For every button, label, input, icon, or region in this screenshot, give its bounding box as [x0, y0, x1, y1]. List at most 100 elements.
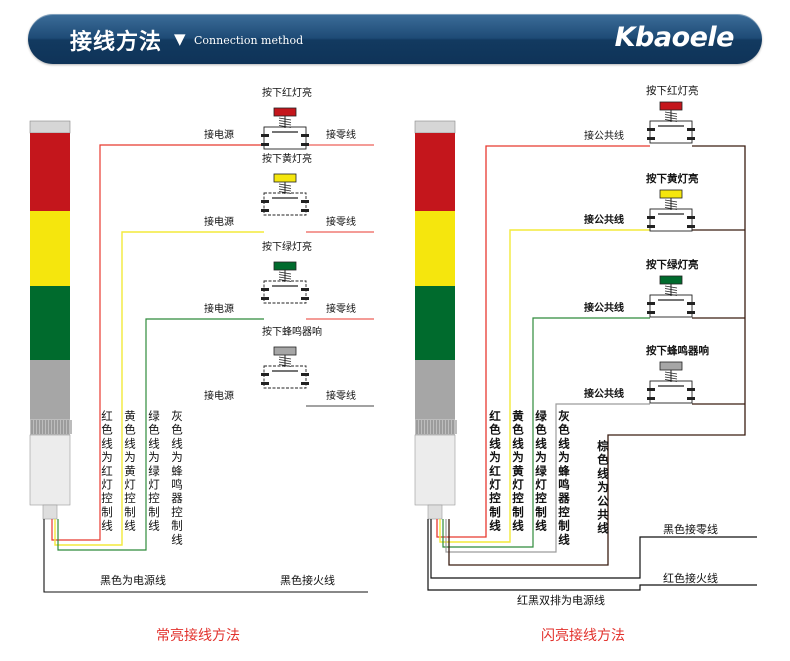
left-neutral-label: 接零线: [326, 302, 356, 315]
svg-text:线: 线: [512, 519, 524, 533]
green-lamp: [30, 286, 70, 360]
switch-terminal: [301, 382, 309, 385]
switch-terminal: [301, 288, 309, 291]
svg-text:为: 为: [558, 450, 570, 464]
svg-text:线: 线: [171, 532, 183, 546]
tower-connector: [42, 504, 58, 520]
left-bottom-right-label: 黑色接火线: [280, 573, 335, 587]
switch-spring: [664, 371, 678, 375]
left-switch-label: 按下红灯亮: [262, 86, 312, 99]
right-switch-2: [647, 189, 695, 232]
left-switch-2: [261, 173, 309, 216]
switch-cap: [273, 173, 297, 183]
svg-text:线: 线: [101, 436, 113, 450]
svg-text:线: 线: [124, 519, 136, 533]
svg-text:线: 线: [535, 436, 547, 450]
switch-terminal: [687, 388, 695, 391]
svg-text:绿: 绿: [148, 464, 160, 478]
svg-text:线: 线: [489, 436, 501, 450]
red-lamp: [30, 133, 70, 211]
switch-spring: [664, 290, 678, 294]
left-switch-label: 按下绿灯亮: [262, 240, 312, 253]
svg-text:鸣: 鸣: [558, 478, 570, 492]
left-power-label: 接电源: [204, 302, 234, 315]
svg-text:灯: 灯: [101, 478, 113, 492]
svg-text:色: 色: [558, 423, 570, 437]
right-caption: 闪亮接线方法: [541, 628, 625, 644]
svg-text:灯: 灯: [535, 478, 547, 492]
red-wire: [51, 144, 264, 541]
svg-text:为: 为: [101, 450, 113, 464]
switch-spring: [278, 122, 292, 126]
svg-text:制: 制: [512, 505, 524, 519]
switch-cap: [659, 275, 683, 285]
left-switch-label: 按下蜂鸣器响: [262, 325, 322, 338]
svg-text:红: 红: [101, 464, 113, 478]
neutral-power-wire: [430, 519, 757, 579]
switch-terminal: [647, 311, 655, 314]
switch-terminal: [647, 128, 655, 131]
switch-terminal: [301, 200, 309, 203]
svg-text:器: 器: [171, 491, 183, 505]
svg-text:线: 线: [171, 436, 183, 450]
tower-connector: [427, 504, 443, 520]
svg-text:线: 线: [101, 519, 113, 533]
switch-terminal: [301, 143, 309, 146]
svg-text:制: 制: [171, 519, 183, 533]
header-title: 接线方法: [70, 30, 163, 55]
svg-text:制: 制: [535, 505, 547, 519]
svg-text:公: 公: [597, 494, 609, 508]
switch-body: [649, 120, 693, 144]
svg-text:色: 色: [597, 453, 609, 467]
svg-text:色: 色: [101, 423, 113, 437]
svg-text:为: 为: [148, 450, 160, 464]
switch-spring: [278, 361, 292, 365]
right-switch-4: [647, 361, 695, 404]
switch-spring: [664, 376, 678, 380]
switch-body: [649, 380, 693, 404]
right-live-label: 红色接火线: [663, 571, 718, 585]
header-subtitle: Connection method: [194, 34, 304, 47]
switch-terminal: [261, 134, 269, 137]
svg-text:为: 为: [597, 480, 609, 494]
svg-text:控: 控: [535, 491, 547, 505]
switch-terminal: [647, 216, 655, 219]
tower-base: [29, 434, 71, 506]
right-wiring: [427, 145, 757, 591]
left-switch-1: [261, 107, 309, 150]
left-power-label: 接电源: [204, 215, 234, 228]
svg-text:黄: 黄: [124, 464, 136, 478]
right-common-label: 接公共线: [584, 301, 624, 314]
black-power-wire: [43, 519, 368, 593]
red-lamp: [415, 133, 455, 211]
switch-spring: [664, 116, 678, 120]
switch-terminal: [261, 200, 269, 203]
switch-terminal: [687, 397, 695, 400]
switch-terminal: [687, 137, 695, 140]
svg-text:制: 制: [148, 505, 160, 519]
left-power-label: 接电源: [204, 128, 234, 141]
svg-text:灯: 灯: [124, 478, 136, 492]
buzzer-unit: [415, 360, 455, 419]
right-switches: [647, 101, 695, 404]
svg-text:控: 控: [101, 491, 113, 505]
svg-text:灯: 灯: [148, 478, 160, 492]
switch-terminal: [261, 143, 269, 146]
svg-text:为: 为: [535, 450, 547, 464]
svg-text:红: 红: [489, 409, 501, 423]
left-labels: 按下红灯亮接电源接零线按下黄灯亮接电源接零线按下绿灯亮接电源接零线按下蜂鸣器响接…: [100, 86, 356, 587]
switch-terminal: [687, 302, 695, 305]
switch-terminal: [261, 288, 269, 291]
gray-wire: [445, 403, 650, 553]
switch-terminal: [647, 302, 655, 305]
right-switch-label: 按下黄灯亮: [646, 172, 699, 185]
triangle-down-icon: ▼: [174, 30, 186, 48]
svg-text:色: 色: [148, 423, 160, 437]
svg-text:色: 色: [512, 423, 524, 437]
svg-text:线: 线: [597, 466, 609, 480]
switch-body: [263, 192, 307, 216]
